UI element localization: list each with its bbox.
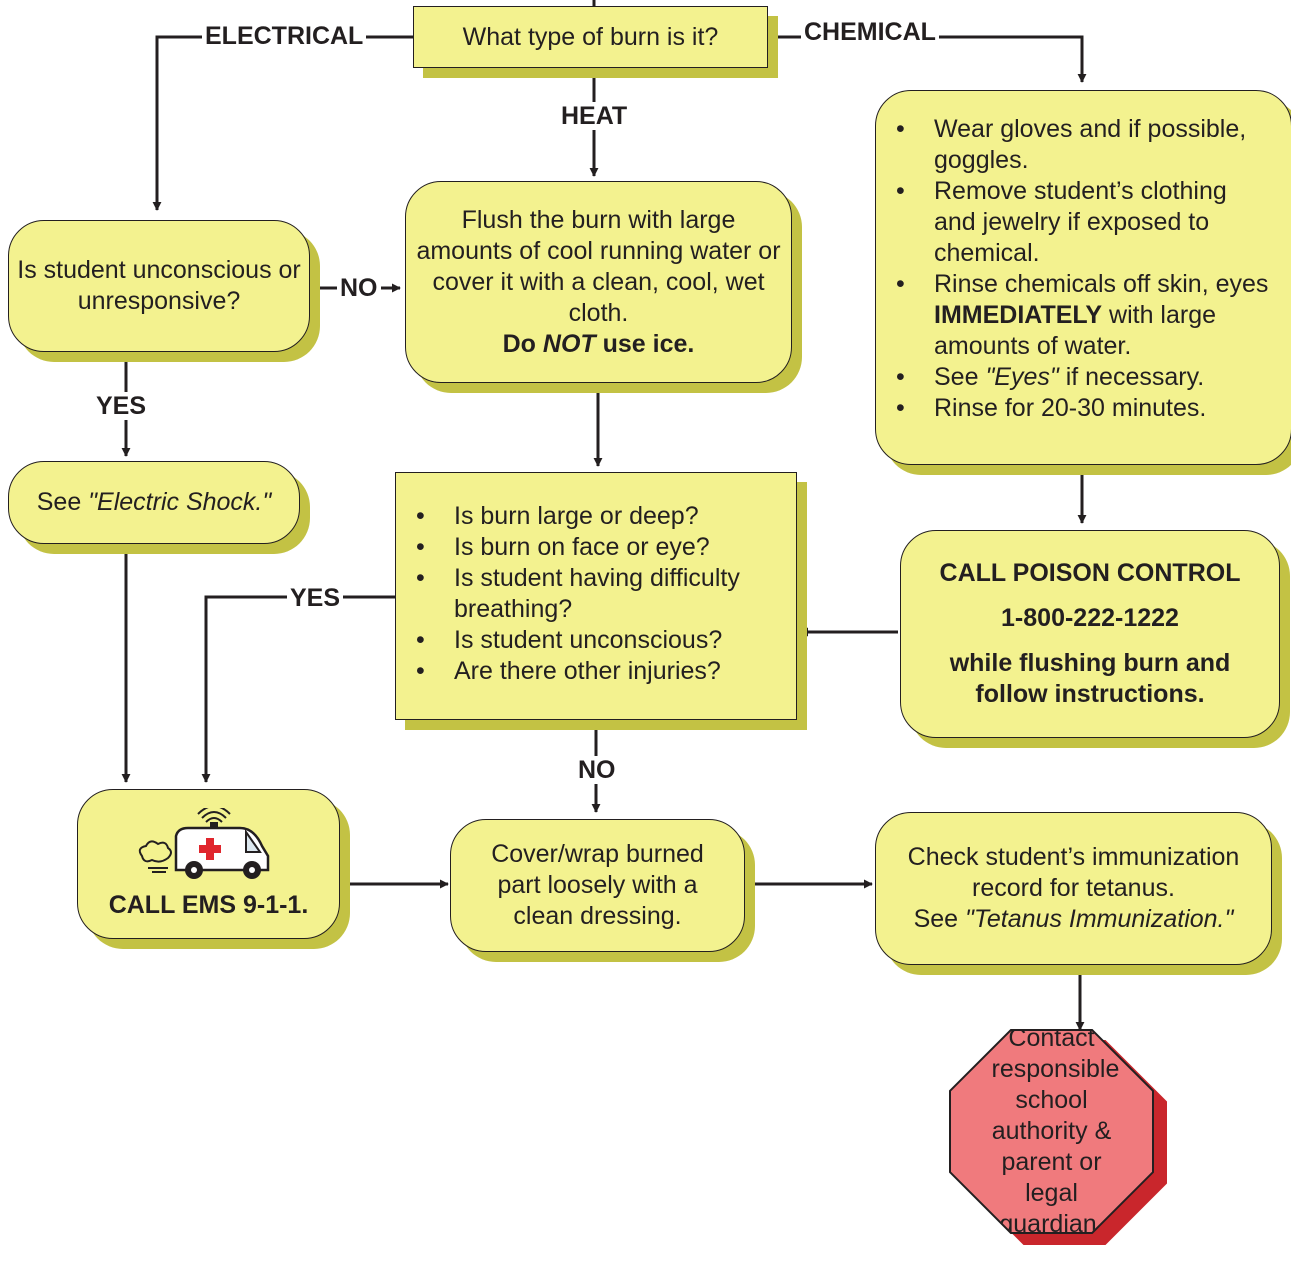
burn-type-question: What type of burn is it? (462, 22, 719, 51)
call-ems-box: CALL EMS 9-1-1. (77, 789, 340, 939)
severity-no-label: NO (575, 756, 619, 784)
burn-type-question-box: What type of burn is it? (413, 6, 768, 68)
flush-burn-box: Flush the burn with large amounts of coo… (405, 181, 792, 383)
severity-question: Is burn on face or eye? (396, 532, 790, 563)
severity-yes-connector (201, 595, 395, 783)
chemical-step-duration: Rinse for 20-30 minutes. (876, 393, 1273, 424)
poison-control-box: CALL POISON CONTROL 1-800-222-1222 while… (900, 530, 1280, 738)
call-ems-label: CALL EMS 9-1-1. (108, 890, 309, 919)
chemical-step-eyes: See "Eyes" if necessary. (876, 362, 1273, 393)
severity-yes-label: YES (287, 584, 344, 612)
severity-question: Are there other injuries? (396, 656, 790, 687)
unconscious-question: Is student unconscious or unresponsive? (17, 256, 301, 315)
ice-warning: Do NOT use ice. (502, 329, 695, 358)
chemical-step-gloves: Wear gloves and if possible, goggles. (876, 114, 1273, 176)
flush-burn-text: Flush the burn with large amounts of coo… (416, 205, 781, 327)
cover-burn-text: Cover/wrap burned part loosely with a cl… (491, 840, 704, 930)
poison-control-instructions: while flushing burn and follow instructi… (949, 649, 1231, 708)
electrical-label: ELECTRICAL (202, 22, 367, 50)
severity-question: Is student unconscious? (396, 625, 790, 656)
heat-label: HEAT (558, 102, 631, 130)
electric-shock-ref: See "Electric Shock." (36, 488, 272, 516)
tetanus-check-text: Check student’s immunization record for … (907, 843, 1240, 902)
tetanus-check-box: Check student’s immunization record for … (875, 812, 1272, 965)
ambulance-icon (138, 807, 269, 879)
chemical-burn-box: Wear gloves and if possible, goggles. Re… (875, 90, 1291, 465)
chemical-label: CHEMICAL (801, 18, 939, 46)
poison-control-phone: 1-800-222-1222 (1001, 604, 1179, 632)
electrical-connector (152, 35, 413, 211)
severity-questions: Is burn large or deep?Is burn on face or… (396, 501, 790, 687)
chemical-step-rinse: Rinse chemicals off skin, eyes IMMEDIATE… (876, 269, 1273, 362)
chemical-step-clothing: Remove student’s clothing and jewelry if… (876, 176, 1273, 269)
unconscious-question-box: Is student unconscious or unresponsive? (8, 220, 310, 352)
unconscious-yes-label: YES (93, 392, 150, 420)
contact-authority-text: Contact responsible school authority & p… (991, 1024, 1120, 1238)
severity-question: Is student having difficulty breathing? (396, 563, 790, 625)
tetanus-ref: See "Tetanus Immunization." (913, 905, 1234, 933)
poison-control-title: CALL POISON CONTROL (939, 559, 1241, 587)
contact-stop-sign: Contact responsible school authority & p… (949, 1029, 1154, 1234)
cover-burn-box: Cover/wrap burned part loosely with a cl… (450, 819, 745, 952)
electric-shock-box: See "Electric Shock." (8, 461, 300, 544)
severity-checklist-box: Is burn large or deep?Is burn on face or… (395, 472, 797, 720)
unconscious-no-label: NO (337, 274, 381, 302)
severity-question: Is burn large or deep? (396, 501, 790, 532)
